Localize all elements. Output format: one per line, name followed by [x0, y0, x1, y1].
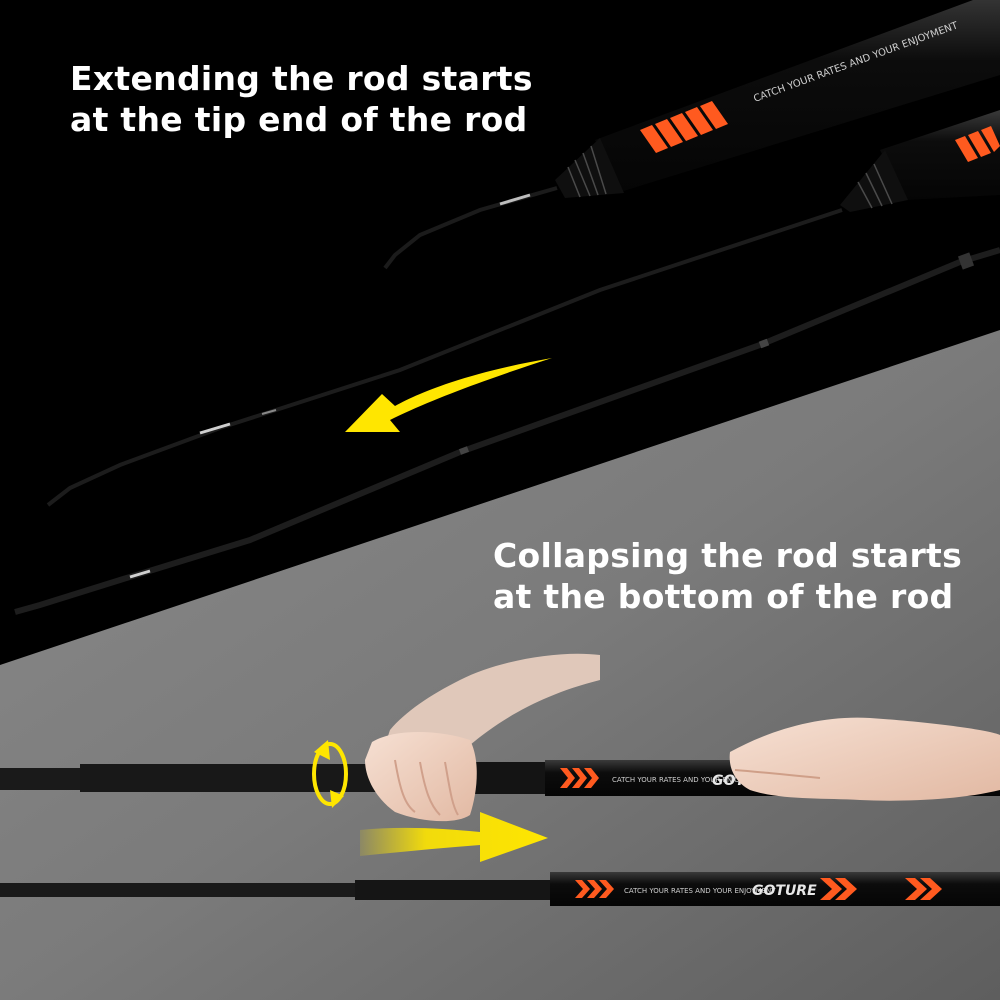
collapse-caption-line2: at the bottom of the rod [493, 577, 954, 616]
rotate-icon [312, 740, 348, 808]
arrow-left-icon [345, 358, 552, 432]
rod-slogan-middle: CATCH YOUR RATES AND YOUR ENJOYMENT [612, 776, 764, 784]
right-hand [729, 717, 1000, 801]
top-rod-lower [46, 110, 1000, 507]
left-hand-grip [365, 732, 477, 822]
extend-caption: Extending the rod starts at the tip end … [70, 58, 533, 140]
rod-slogan-lower: CATCH YOUR RATES AND YOUR ENJOYMENT [624, 887, 776, 895]
top-rod-third [14, 247, 1000, 615]
extend-caption-line1: Extending the rod starts [70, 59, 533, 98]
orange-chevrons [640, 101, 728, 153]
collapse-caption: Collapsing the rod starts at the bottom … [493, 535, 962, 617]
bottom-rod-lower: CATCH YOUR RATES AND YOUR ENJOYMENT GOTU… [0, 872, 1000, 906]
extend-caption-line2: at the tip end of the rod [70, 100, 528, 139]
arrow-right-icon [360, 812, 548, 862]
collapse-caption-line1: Collapsing the rod starts [493, 536, 963, 575]
rod-brand-lower: GOTURE [752, 883, 817, 899]
